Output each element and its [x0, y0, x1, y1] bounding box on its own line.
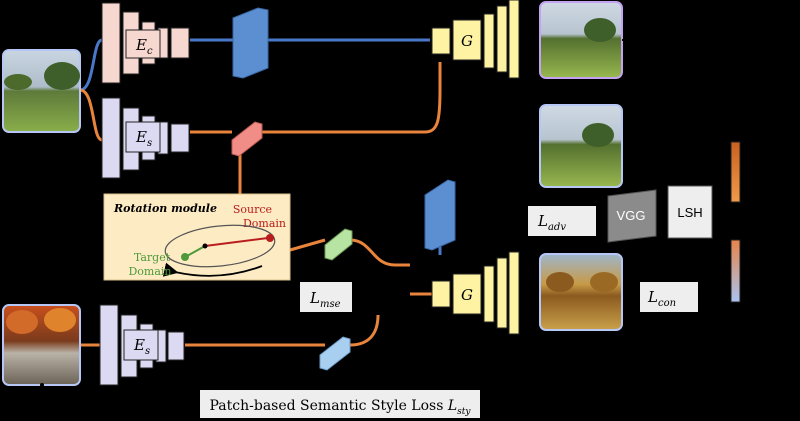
ec-label: Ec	[135, 36, 153, 57]
generator-bottom: G	[431, 251, 520, 335]
g-top-label: G	[461, 32, 473, 50]
style-line-b	[262, 62, 442, 134]
lsh-module: LSH	[667, 185, 713, 239]
lsh-label: LSH	[677, 205, 702, 220]
input-image-source	[2, 49, 81, 133]
output-image-translated-source	[539, 104, 623, 188]
g-bottom-label: G	[461, 286, 473, 304]
rotated-style-code	[324, 228, 353, 261]
source-label-1: Source	[233, 203, 272, 216]
style-encoder-bottom: Es	[99, 304, 185, 386]
source-vector	[204, 237, 269, 247]
es-top-label: Es	[135, 128, 152, 149]
bottom-up-line	[349, 314, 380, 347]
orange-input-line	[79, 88, 103, 142]
target-vector	[186, 245, 206, 257]
rotation-ellipse	[164, 224, 276, 268]
green-to-g	[349, 238, 410, 267]
target-dot	[181, 253, 189, 261]
target-style-code	[319, 336, 351, 371]
loss-con: Lcon	[647, 288, 676, 309]
loss-con-box: Lcon	[640, 282, 698, 312]
style-loss-label-box: Patch-based Semantic Style Loss Lsty	[200, 390, 480, 418]
vgg-label: VGG	[617, 208, 646, 223]
rotation-arrow	[162, 262, 263, 277]
target-label-1: Target	[134, 251, 171, 264]
loss-mse-box: Lmse	[300, 282, 352, 312]
style-loss-label: Patch-based Semantic Style Loss Lsty	[210, 398, 472, 417]
output-image-reconstruction	[539, 1, 623, 79]
vsa-bar-target	[730, 239, 741, 303]
loss-rec: Lrec	[685, 90, 713, 111]
style-encoder-top: Es	[101, 97, 190, 179]
input-image-target	[2, 304, 81, 386]
blue-input-line	[79, 38, 103, 92]
source-dot	[266, 234, 274, 242]
loss-adv-box: Ladv	[528, 206, 596, 236]
style-code-block	[231, 121, 263, 157]
rotation-title: Rotation module	[113, 202, 217, 215]
es-bottom-label: Es	[133, 336, 150, 357]
loss-mse: Lmse	[309, 289, 341, 310]
loss-adv: Ladv	[537, 212, 566, 233]
sty-line-left	[41, 385, 200, 405]
content-code-block	[232, 7, 269, 79]
content-code-block-copy	[424, 179, 456, 251]
output-image-autumn	[539, 253, 623, 331]
content-encoder: Ec	[101, 2, 190, 84]
vsa-bar-source	[730, 141, 741, 203]
sty-line-right	[480, 352, 583, 405]
vsa-bars	[730, 141, 741, 303]
loss-vsa: LVSA	[757, 214, 787, 233]
source-label-2: Domain	[243, 217, 286, 230]
rotation-module: Rotation module Source Domain Target Dom…	[103, 193, 291, 281]
out-to-vgg	[584, 189, 611, 201]
target-label-2: Domain	[128, 265, 171, 278]
vgg-module: VGG	[607, 189, 657, 243]
generator-top: G	[431, 0, 520, 79]
rotation-to-green	[289, 238, 326, 252]
